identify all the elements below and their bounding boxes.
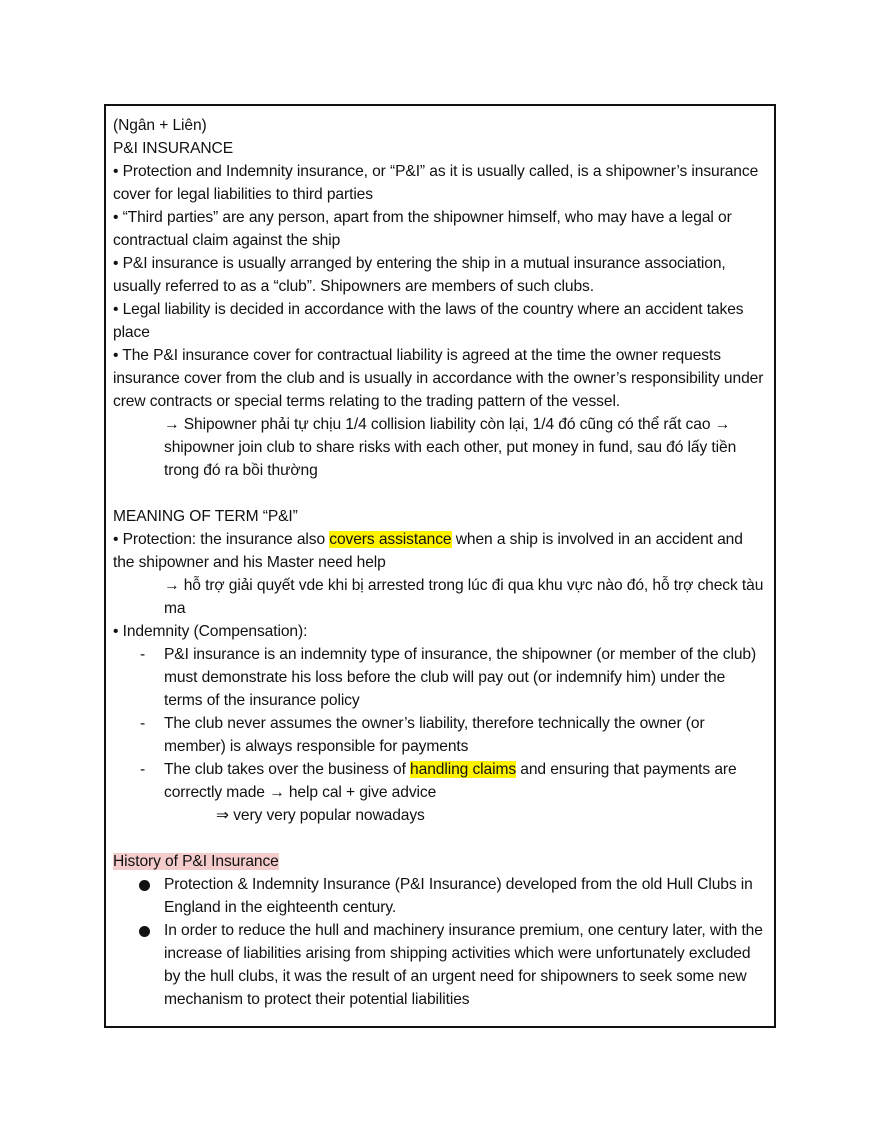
history-heading-line: History of P&I Insurance xyxy=(113,850,766,873)
protection-bullet: • Protection: the insurance also covers … xyxy=(113,528,766,574)
protection-note: → hỗ trợ giải quyết vde khi bị arrested … xyxy=(164,577,764,617)
intro-bullet: • Legal liability is decided in accordan… xyxy=(113,301,744,341)
intro-note: → Shipowner phải tự chịu 1/4 collision l… xyxy=(164,416,737,479)
authors: (Ngân + Liên) xyxy=(113,117,207,134)
history-item-text: Protection & Indemnity Insurance (P&I In… xyxy=(164,876,753,916)
intro-bullet: • Protection and Indemnity insurance, or… xyxy=(113,163,759,203)
spacer xyxy=(113,482,766,505)
indemnity-item: - The club never assumes the owner’s lia… xyxy=(113,712,766,758)
meaning-heading: MEANING OF TERM “P&I” xyxy=(113,508,298,525)
bullet-dot-icon xyxy=(139,880,150,891)
protection-prefix: • Protection: the insurance also xyxy=(113,531,330,548)
protection-suffix: when a ship is involved in an accident a… xyxy=(113,531,743,571)
intro-bullet: • “Third parties” are any person, apart … xyxy=(113,209,732,249)
bullet-dot-icon xyxy=(139,926,150,937)
indemnity-item-prefix: The club takes over the business of xyxy=(164,761,411,778)
dash-marker: - xyxy=(140,761,146,778)
indemnity-item-text: P&I insurance is an indemnity type of in… xyxy=(164,646,757,709)
indemnity-label: • Indemnity (Compensation): xyxy=(113,623,308,640)
highlight-covers-assistance: covers assistance xyxy=(329,531,452,548)
highlight-handling-claims: handling claims xyxy=(410,761,517,778)
indemnity-note: ⇒ very very popular nowadays xyxy=(216,807,425,824)
intro-bullet: • P&I insurance is usually arranged by e… xyxy=(113,255,726,295)
history-item: In order to reduce the hull and machiner… xyxy=(113,919,766,1011)
intro-bullet: • The P&I insurance cover for contractua… xyxy=(113,347,764,410)
document-page: (Ngân + Liên) P&I INSURANCE • Protection… xyxy=(104,104,776,1028)
history-item-text: In order to reduce the hull and machiner… xyxy=(164,922,763,1008)
dash-marker: - xyxy=(140,646,146,663)
indemnity-item-text: The club never assumes the owner’s liabi… xyxy=(164,715,705,755)
indemnity-item: - P&I insurance is an indemnity type of … xyxy=(113,643,766,712)
spacer xyxy=(113,827,766,850)
history-item: Protection & Indemnity Insurance (P&I In… xyxy=(113,873,766,919)
dash-marker: - xyxy=(140,715,146,732)
history-heading: History of P&I Insurance xyxy=(113,853,279,870)
indemnity-item-suffix: and ensuring that payments are correctly… xyxy=(164,761,737,801)
page-title: P&I INSURANCE xyxy=(113,140,234,157)
indemnity-item: - The club takes over the business of ha… xyxy=(113,758,766,804)
